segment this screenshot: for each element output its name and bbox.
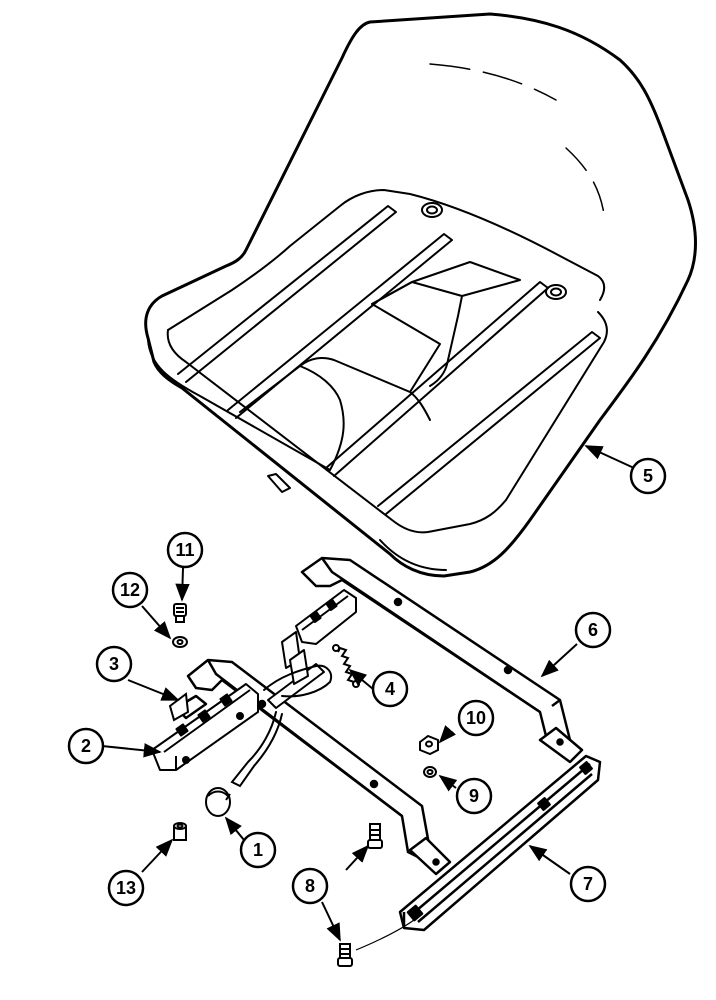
svg-text:4: 4 xyxy=(385,679,395,699)
screw xyxy=(337,943,353,967)
spring xyxy=(332,644,360,688)
washer xyxy=(172,636,188,648)
slide-rail-right xyxy=(355,754,602,951)
svg-text:9: 9 xyxy=(469,786,479,806)
svg-text:12: 12 xyxy=(120,580,140,600)
svg-text:2: 2 xyxy=(81,736,91,756)
svg-text:3: 3 xyxy=(109,654,119,674)
svg-text:10: 10 xyxy=(466,708,486,728)
callout-10: 10 xyxy=(457,699,495,737)
latch-knob xyxy=(205,787,231,817)
callout-1: 1 xyxy=(239,831,277,869)
seat-pan xyxy=(144,12,697,578)
svg-text:11: 11 xyxy=(175,540,194,560)
slide-rail-left xyxy=(151,683,259,771)
callout-2: 2 xyxy=(67,727,105,765)
callout-9: 9 xyxy=(455,777,493,815)
callout-12: 12 xyxy=(111,571,149,609)
screw xyxy=(173,603,187,623)
callout-3: 3 xyxy=(95,645,133,683)
screw xyxy=(367,823,383,849)
nut xyxy=(419,734,439,756)
svg-text:1: 1 xyxy=(253,840,263,860)
callout-13: 13 xyxy=(107,869,145,907)
bushing xyxy=(173,822,187,841)
svg-text:7: 7 xyxy=(583,874,593,894)
callout-5: 5 xyxy=(629,457,667,495)
leader-lines xyxy=(101,445,635,942)
callout-8: 8 xyxy=(291,867,329,905)
latch-bracket xyxy=(168,664,332,788)
callout-7: 7 xyxy=(569,865,607,903)
svg-text:8: 8 xyxy=(305,876,315,896)
svg-text:13: 13 xyxy=(116,878,136,898)
seat-frame xyxy=(174,556,584,876)
washer xyxy=(423,766,437,778)
callout-4: 4 xyxy=(371,670,409,708)
svg-text:6: 6 xyxy=(588,620,598,640)
svg-text:5: 5 xyxy=(643,466,653,486)
callout-11: 11 xyxy=(166,531,204,569)
callout-6: 6 xyxy=(574,611,612,649)
